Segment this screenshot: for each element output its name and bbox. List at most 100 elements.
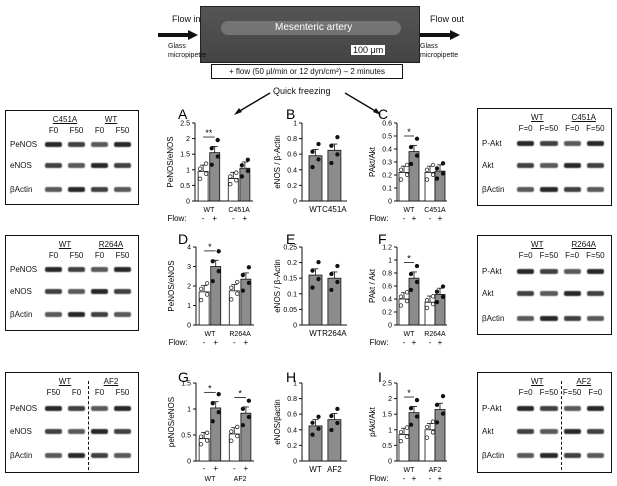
blot-band (563, 187, 581, 192)
y-axis-label: pAkt/Akt (368, 406, 377, 437)
data-point (316, 157, 321, 162)
data-point (209, 146, 214, 151)
data-point (240, 272, 246, 278)
group-label: R264A (424, 331, 446, 338)
data-point (404, 290, 410, 295)
y-tick-label: 0.1 (382, 186, 392, 193)
data-point (240, 288, 246, 293)
data-point (398, 177, 404, 182)
blot-row-label: βActin (482, 185, 505, 194)
data-point (216, 410, 221, 415)
y-tick-label: 2 (388, 396, 392, 403)
sig-mark: * (208, 383, 212, 393)
bar (240, 412, 252, 462)
blot-lane-label: F50 (115, 126, 130, 135)
data-point (398, 294, 404, 299)
data-point (210, 259, 215, 264)
y-tick-label: 0.5 (382, 134, 392, 141)
bar (424, 429, 436, 462)
blot-header: WT (58, 240, 72, 249)
data-point (310, 432, 315, 437)
blot-lane-label: F0 (71, 388, 82, 397)
data-point (316, 259, 321, 265)
blot-band (540, 187, 558, 192)
data-point (240, 422, 246, 428)
y-tick-label: 0 (187, 323, 191, 330)
blot-lane-label: F0 (94, 251, 105, 260)
blot-row-label: βActin (10, 310, 33, 320)
data-point (335, 420, 340, 426)
blot-band (114, 405, 131, 411)
panel-letter: B (286, 106, 295, 122)
data-point (408, 287, 414, 293)
artery-label: Mesenteric artery (275, 22, 353, 33)
data-point (316, 426, 321, 431)
data-point (239, 163, 245, 168)
bar (228, 290, 240, 326)
blot-row-label: P-Akt (482, 139, 502, 148)
group-label: WT (203, 207, 215, 214)
data-point (408, 406, 414, 411)
data-point (398, 167, 404, 172)
blot-band (45, 163, 62, 169)
blot-band (68, 405, 85, 411)
flow-in-arrow-icon (158, 27, 198, 40)
blot-band (91, 186, 108, 192)
data-point (424, 167, 430, 172)
blot-band (586, 187, 604, 192)
data-point (204, 438, 210, 443)
y-tick-label: 0.4 (287, 167, 297, 174)
bar (240, 278, 252, 326)
data-point (234, 170, 239, 175)
y-tick-label: 0.5 (180, 183, 190, 190)
data-point (316, 141, 321, 147)
group-label: R264A (322, 329, 347, 338)
data-point (310, 268, 315, 273)
y-tick-label: 0.6 (287, 152, 297, 159)
blot-band (517, 405, 535, 411)
data-point (240, 406, 246, 412)
y-tick-label: 1 (187, 407, 191, 414)
blot-band (563, 268, 581, 274)
bar (408, 151, 420, 202)
blot-band (45, 186, 62, 192)
flow-sign: - (429, 474, 432, 483)
y-tick-label: 1 (388, 427, 392, 434)
blot-band (114, 312, 131, 318)
blot-header: WT (531, 377, 544, 386)
data-point (335, 279, 340, 285)
y-tick-label: 0.3 (382, 160, 392, 167)
data-point (204, 292, 210, 297)
blot-header: WT (104, 115, 118, 124)
data-point (246, 398, 252, 403)
group-label: C451A (322, 205, 347, 214)
bar (434, 409, 446, 462)
blot-lane-label: F=0 (518, 124, 533, 133)
y-tick-label: 0.1 (287, 291, 297, 298)
blot-band (68, 186, 85, 192)
blot-header: AF2 (103, 377, 119, 386)
glass-right-label: Glass micropipette (420, 43, 459, 59)
y-tick-label: 2 (186, 136, 190, 143)
flow-sign: - (429, 214, 432, 223)
blot-band (540, 141, 558, 146)
data-point (310, 164, 315, 170)
y-tick-label: 1 (187, 303, 191, 310)
blot-band (68, 142, 85, 148)
y-tick-label: 0.25 (283, 245, 297, 252)
y-tick-label: 0.2 (287, 260, 297, 267)
blot-row-label: P-Akt (482, 266, 502, 276)
data-point (434, 420, 440, 425)
blot-lane-label: F0 (48, 126, 59, 135)
data-point (329, 143, 334, 148)
flow-sign: + (244, 464, 249, 473)
blot-band (517, 315, 535, 321)
y-tick-label: 0.8 (287, 396, 297, 403)
flow-label: Flow: (369, 214, 388, 223)
flow-sign: - (403, 338, 406, 347)
data-point (235, 433, 240, 439)
y-tick-label: 0.05 (283, 307, 297, 314)
bar (327, 149, 342, 202)
panel-letter: D (178, 231, 188, 247)
